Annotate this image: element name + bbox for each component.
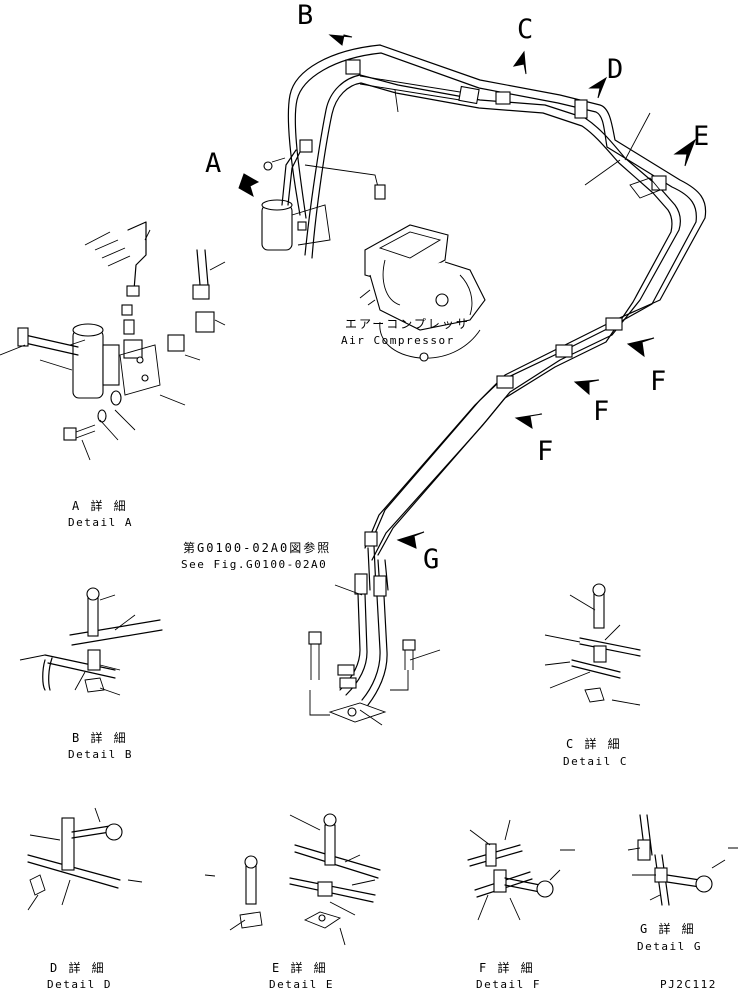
detail-e-caption-en: Detail E	[269, 978, 334, 991]
detail-f-caption-jp: F 詳 細	[479, 960, 535, 975]
reference-label: 第G0100-02A0図参照 See Fig.G0100-02A0	[181, 540, 331, 571]
arrow-e-icon	[673, 138, 697, 167]
compressor-label-en: Air Compressor	[341, 334, 455, 347]
detail-a-caption-jp: A 詳 細	[72, 498, 128, 513]
detail-c-caption-jp: C 詳 細	[566, 736, 622, 751]
letter-f3: F	[537, 436, 553, 467]
air-piping-assembly	[287, 44, 707, 726]
detail-e-drawing	[204, 813, 381, 946]
view-arrows	[238, 34, 697, 549]
detail-f-caption-en: Detail F	[476, 978, 541, 991]
detail-a-parts	[0, 221, 226, 461]
detail-a-caption-en: Detail A	[68, 516, 133, 529]
detail-d-caption-jp: D 詳 細	[50, 960, 106, 975]
arrow-letters: A B C D E F F F G	[205, 0, 709, 575]
arrow-g-icon	[396, 531, 425, 549]
letter-f2: F	[593, 396, 609, 427]
compressor-label: エアーコンプレッサ Air Compressor	[341, 317, 470, 347]
detail-captions: A 詳 細 Detail A B 詳 細 Detail B C 詳 細 Deta…	[47, 498, 702, 991]
air-receiver-tank	[261, 149, 386, 251]
letter-b: B	[297, 0, 313, 31]
letter-a: A	[205, 148, 221, 179]
detail-g-drawing	[627, 814, 738, 906]
air-compressor	[359, 224, 486, 362]
arrow-d-icon	[588, 76, 608, 99]
arrow-a-icon	[238, 173, 260, 198]
detail-f-drawing	[467, 819, 575, 921]
arrow-f3-icon	[514, 413, 543, 430]
arrow-b-icon	[328, 34, 353, 46]
detail-b-caption-jp: B 詳 細	[72, 730, 128, 745]
reference-label-en: See Fig.G0100-02A0	[181, 558, 327, 571]
letter-f1: F	[650, 366, 666, 397]
letter-d: D	[607, 54, 623, 85]
arrow-f1-icon	[626, 337, 655, 358]
detail-g-caption-jp: G 詳 細	[640, 921, 696, 936]
detail-d-caption-en: Detail D	[47, 978, 112, 991]
detail-c-drawing	[544, 583, 641, 706]
detail-c-caption-en: Detail C	[563, 755, 628, 768]
letter-e: E	[693, 121, 709, 152]
compressor-label-jp: エアーコンプレッサ	[345, 317, 470, 331]
arrow-c-icon	[512, 50, 527, 75]
arrow-f2-icon	[573, 379, 600, 396]
figure-code: PJ2C112	[660, 978, 717, 991]
detail-b-caption-en: Detail B	[68, 748, 133, 761]
reference-label-jp: 第G0100-02A0図参照	[183, 540, 331, 555]
detail-e-caption-jp: E 詳 細	[272, 960, 328, 975]
detail-b-drawing	[19, 587, 163, 696]
letter-g: G	[423, 544, 439, 575]
detail-d-drawing	[27, 807, 143, 911]
detail-g-caption-en: Detail G	[637, 940, 702, 953]
letter-c: C	[517, 14, 533, 45]
